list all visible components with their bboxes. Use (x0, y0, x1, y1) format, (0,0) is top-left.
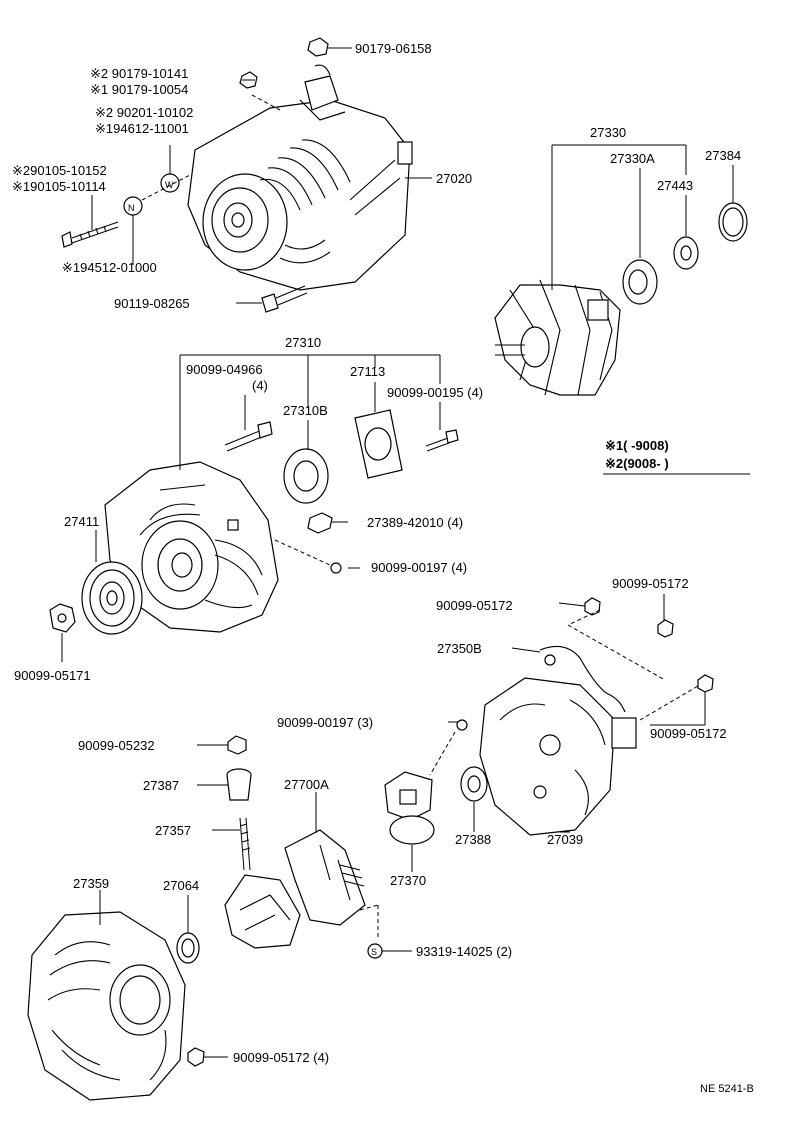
label-90099-04966: 90099-04966 (186, 362, 263, 377)
label-90119-08265: 90119-08265 (114, 296, 190, 311)
label-90179-10054: ※1 90179-10054 (90, 82, 188, 97)
label-90099-05171: 90099-05171 (14, 668, 91, 683)
label-27359: 27359 (73, 876, 109, 891)
holder-27370 (384, 771, 435, 845)
pulley-27411 (81, 561, 143, 635)
label-27310: 27310 (285, 335, 321, 350)
svg-text:S: S (371, 947, 377, 957)
nut-90099-05172-4 (187, 1047, 205, 1067)
label-27039: 27039 (547, 832, 583, 847)
label-90099-05172-c: 90099-05172 (650, 726, 727, 741)
cap-27387 (226, 768, 252, 801)
label-94612-11001: ※194612-11001 (95, 121, 189, 136)
label-27384: 27384 (705, 148, 741, 163)
label-27443: 27443 (657, 178, 693, 193)
label-27330A: 27330A (610, 151, 655, 166)
terminal-27357 (239, 817, 251, 871)
svg-text:W: W (165, 180, 174, 190)
label-90099-05172-a: 90099-05172 (436, 598, 513, 613)
label-90179-06158: 90179-06158 (355, 41, 432, 56)
block-27389-42010 (307, 512, 348, 534)
label-27020: 27020 (436, 171, 472, 186)
nut-90099-05171 (49, 603, 76, 633)
label-27411: 27411 (64, 514, 99, 529)
plate-27113 (354, 409, 403, 479)
leader-lines (61, 47, 750, 1058)
nut-90179-06158 (307, 37, 342, 57)
label-27064: 27064 (163, 878, 199, 893)
label-90099-00195: 90099-00195 (4) (387, 385, 483, 400)
nut-90099-05172-b (657, 619, 674, 638)
label-27370: 27370 (390, 873, 426, 888)
legend-line-2: ※2(9008- ) (605, 456, 669, 471)
label-27388: 27388 (455, 832, 491, 847)
svg-text:N: N (128, 203, 135, 213)
label-90099-05172-4: 90099-05172 (4) (233, 1050, 329, 1065)
nut-90099-05172-c (697, 674, 714, 693)
rear-cover-27359 (27, 911, 186, 1101)
label-90105-10114: ※190105-10114 (12, 179, 106, 194)
label-94512-01000: ※194512-01000 (62, 260, 157, 275)
regulator-bracket (224, 874, 301, 949)
drive-end-frame-27310 (104, 461, 279, 633)
label-90099-05232: 90099-05232 (78, 738, 155, 753)
screw-90099-00197-4 (274, 539, 342, 574)
label-27357: 27357 (155, 823, 191, 838)
label-27113: 27113 (350, 364, 385, 379)
label-90201-10102: ※2 90201-10102 (95, 105, 193, 120)
label-27310B: 27310B (283, 403, 328, 418)
bolt-90105-10152 (61, 221, 119, 248)
brush-holder-27700A (284, 829, 366, 926)
label-90099-05172-b: 90099-05172 (612, 576, 689, 591)
screw-90099-04966 (224, 421, 273, 452)
label-90099-04966-qty: (4) (252, 378, 268, 393)
cover-27443 (673, 236, 699, 270)
bearing-27330A (622, 259, 658, 305)
label-90099-00197-4: 90099-00197 (4) (371, 560, 467, 575)
screw-90099-00197-3 (429, 719, 468, 776)
rectifier-end-frame-27039 (479, 677, 616, 836)
label-27350B: 27350B (437, 641, 482, 656)
washer-90201-10102: W (160, 173, 180, 193)
label-27389-42010: 27389-42010 (4) (367, 515, 463, 530)
label-90179-10141: ※2 90179-10141 (90, 66, 188, 81)
label-93319-14025: 93319-14025 (2) (416, 944, 512, 959)
label-27700A: 27700A (284, 777, 329, 792)
label-90105-10152: ※290105-10152 (12, 163, 107, 178)
alternator-assembly-27020 (187, 64, 413, 291)
diagram-code: NE 5241-B (700, 1083, 754, 1095)
screw-90099-00195 (425, 429, 459, 452)
nut-90099-05232 (227, 735, 247, 755)
label-27387: 27387 (143, 778, 179, 793)
retainer-27384 (718, 202, 748, 242)
bearing-27310B (283, 448, 329, 504)
gasket-27064 (176, 932, 200, 964)
label-90099-00197-3: 90099-00197 (3) (277, 715, 373, 730)
callout-labels: 90179-06158 ※2 90179-10141 ※1 90179-1005… (12, 41, 754, 1095)
rotor-assembly-27330 (494, 279, 621, 396)
nut-94512-01000: N (123, 196, 143, 216)
legend-line-1: ※1( -9008) (605, 438, 669, 453)
wire-27350B (539, 645, 637, 749)
label-27330: 27330 (590, 125, 626, 140)
bolt-90119-08265 (261, 285, 308, 313)
bearing-27388 (460, 766, 488, 802)
nut-90099-05172-a (584, 597, 601, 616)
screw-93319-14025: S (359, 904, 383, 959)
